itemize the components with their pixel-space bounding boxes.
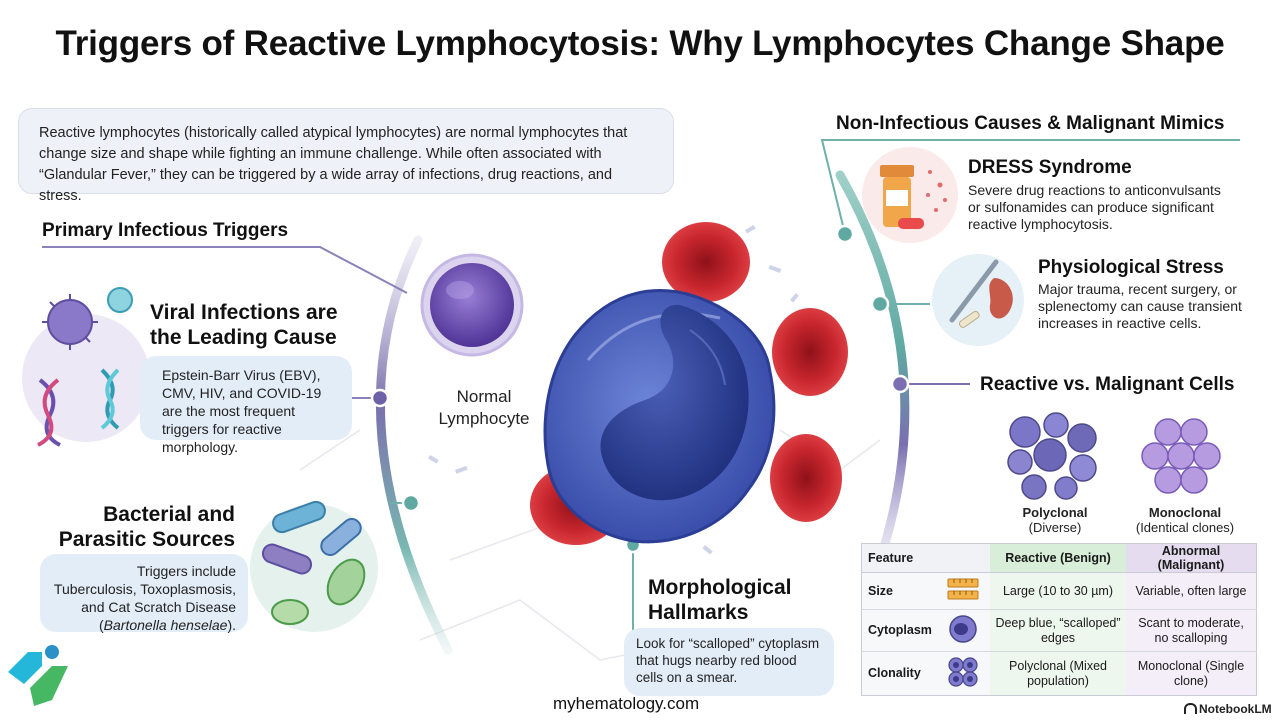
dress-title: DRESS Syndrome	[968, 157, 1132, 178]
notebooklm-icon	[1184, 703, 1197, 714]
bacterial-title: Bacterial and Parasitic Sources	[58, 503, 235, 551]
clones-icon	[948, 656, 978, 687]
comparison-table: Feature Reactive (Benign) Abnormal (Mali…	[861, 543, 1257, 696]
table-header-malignant: Abnormal (Malignant)	[1126, 543, 1257, 573]
bacterial-description-main: Triggers include Tuberculosis, Toxoplasm…	[53, 563, 236, 615]
reactive-lymphocyte-icon	[543, 289, 776, 544]
notebooklm-label: NotebookLM	[1199, 702, 1272, 716]
table-row: Size Large (10 to 30 µm) Variable, often…	[861, 571, 1257, 610]
right-arc	[835, 170, 910, 565]
table-cell-malignant: Monoclonal (Single clone)	[1126, 651, 1257, 696]
hallmarks-description: Look for “scalloped” cytoplasm that hugs…	[624, 628, 834, 696]
table-cell-malignant: Scant to moderate, no scalloping	[1126, 609, 1257, 652]
site-url: myhematology.com	[553, 694, 700, 713]
notebooklm-brand: NotebookLM	[1184, 702, 1272, 716]
table-cell-reactive: Deep blue, “scalloped” edges	[990, 609, 1126, 652]
scalpel-organ-icon	[932, 254, 1024, 346]
table-cell-feature: Clonality	[861, 651, 936, 696]
viral-title: Viral Infections are the Leading Cause	[150, 301, 338, 349]
table-cell-reactive: Large (10 to 30 µm)	[990, 571, 1126, 610]
reactive-vs-heading: Reactive vs. Malignant Cells	[980, 374, 1235, 395]
normal-lymphocyte-icon	[420, 253, 524, 357]
table-header-feature: Feature	[861, 543, 990, 573]
table-cell-reactive: Polyclonal (Mixed population)	[990, 651, 1126, 696]
monoclonal-label-name: Monoclonal	[1148, 505, 1222, 520]
viral-description: Epstein-Barr Virus (EBV), CMV, HIV, and …	[140, 356, 352, 455]
intro-box: Reactive lymphocytes (historically calle…	[18, 108, 674, 204]
ruler-icon	[947, 578, 979, 600]
table-header-row: Feature Reactive (Benign) Abnormal (Mali…	[861, 543, 1257, 573]
polyclonal-label: Polyclonal (Diverse)	[1000, 505, 1110, 535]
cell-icon	[949, 615, 977, 643]
pill-bottle-icon	[862, 147, 958, 243]
table-cell-feature: Cytoplasm	[861, 609, 936, 652]
myhematology-logo	[8, 645, 68, 706]
table-row: Cytoplasm Deep blue, “scalloped” edges S…	[861, 609, 1257, 652]
bacterial-description: Triggers include Tuberculosis, Toxoplasm…	[40, 554, 248, 633]
polyclonal-label-name: Polyclonal	[1022, 505, 1088, 520]
table-cell-feature: Size	[861, 571, 936, 610]
left-arc	[375, 235, 453, 655]
table-cell-malignant: Variable, often large	[1126, 571, 1257, 610]
table-header-reactive: Reactive (Benign)	[990, 543, 1126, 573]
virus-dna-icon	[22, 287, 150, 447]
monoclonal-label: Monoclonal (Identical clones)	[1125, 505, 1245, 535]
monoclonal-cells-icon	[1141, 418, 1221, 494]
bacterial-description-species: Bartonella henselae	[103, 617, 228, 633]
normal-lymphocyte-label: Normal Lymphocyte	[438, 387, 530, 428]
bacteria-parasite-icon	[250, 500, 378, 632]
polyclonal-cells-icon	[1007, 412, 1097, 500]
page-title: Triggers of Reactive Lymphocytosis: Why …	[55, 24, 1225, 63]
primary-triggers-heading: Primary Infectious Triggers	[42, 220, 289, 241]
dress-description: Severe drug reactions to anticonvulsants…	[968, 182, 1221, 232]
monoclonal-label-sub: (Identical clones)	[1135, 520, 1235, 535]
table-row: Clonality Polyclonal (Mixed population) …	[861, 651, 1257, 696]
polyclonal-label-sub: (Diverse)	[1028, 520, 1082, 535]
hallmarks-title: Morphological Hallmarks	[648, 576, 792, 624]
cell-fragments	[428, 225, 799, 555]
stress-title: Physiological Stress	[1038, 257, 1224, 278]
stress-description: Major trauma, recent surgery, or splenec…	[1038, 281, 1242, 331]
noninfectious-heading: Non-Infectious Causes & Malignant Mimics	[836, 113, 1225, 134]
